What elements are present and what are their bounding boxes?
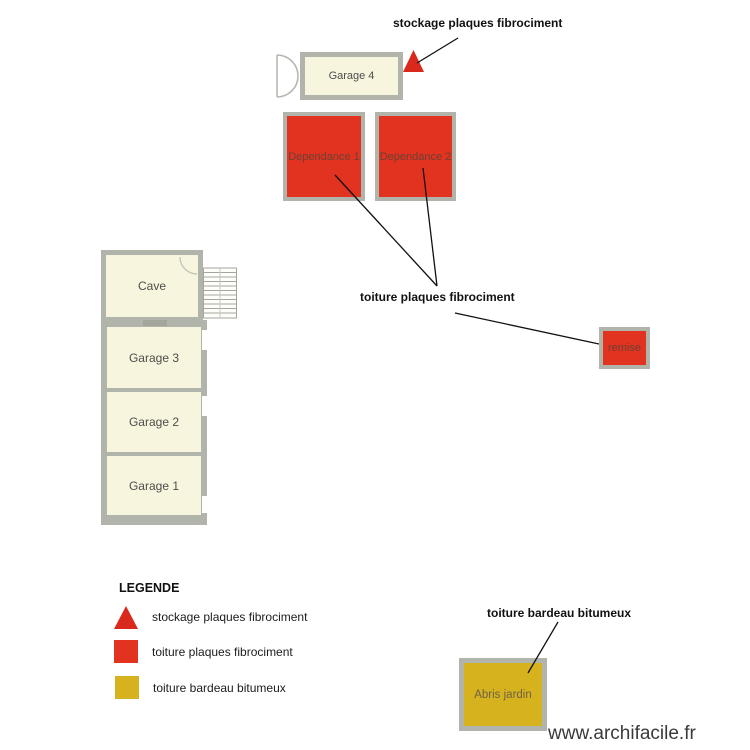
room-garage2-floor: Garage 2 bbox=[107, 392, 201, 452]
room-abris-jardin-label: Abris jardin bbox=[474, 688, 532, 701]
line-label-to-remise bbox=[454, 312, 600, 345]
room-dependance1-label: Dependance 1 bbox=[288, 150, 360, 163]
garage3-door-tab bbox=[143, 320, 167, 326]
room-garage2-label: Garage 2 bbox=[128, 415, 180, 429]
room-abris-jardin: Abris jardin bbox=[459, 658, 547, 731]
room-garage1-label: Garage 1 bbox=[128, 478, 180, 493]
garage2-opening bbox=[202, 396, 208, 416]
legend-square-fibrociment-icon bbox=[114, 640, 138, 663]
legend-row-fibrociment: toiture plaques fibrociment bbox=[114, 640, 293, 663]
room-garage4: Garage 4 bbox=[300, 52, 403, 100]
annotation-toiture-bardeau: toiture bardeau bitumeux bbox=[487, 606, 632, 620]
legend-triangle-icon bbox=[114, 606, 138, 629]
room-garage4-label: Garage 4 bbox=[328, 70, 375, 82]
legend-row-bardeau: toiture bardeau bitumeux bbox=[115, 676, 286, 699]
annotation-stockage: stockage plaques fibrociment bbox=[393, 16, 563, 30]
garage-block: Garage 3 Garage 2 Garage 1 bbox=[101, 320, 207, 525]
room-remise-label: remise bbox=[607, 342, 641, 354]
room-dependance1: Dependance 1 bbox=[283, 112, 365, 201]
double-door-icon bbox=[276, 54, 299, 98]
legend-label-bardeau: toiture bardeau bitumeux bbox=[153, 680, 286, 695]
room-remise: remise bbox=[599, 327, 650, 369]
room-garage3-floor: Garage 3 bbox=[107, 327, 201, 388]
annotation-toiture-fibrociment: toiture plaques fibrociment bbox=[360, 290, 515, 304]
legend-square-bardeau-icon bbox=[115, 676, 139, 699]
watermark-url: www.archifacile.fr bbox=[548, 723, 696, 744]
room-abris-jardin-floor: Abris jardin bbox=[464, 663, 542, 726]
room-garage4-floor: Garage 4 bbox=[305, 57, 398, 95]
room-dependance1-floor: Dependance 1 bbox=[287, 116, 361, 197]
room-dependance2-floor: Dependance 2 bbox=[379, 116, 452, 197]
room-garage1-floor: Garage 1 bbox=[107, 456, 201, 515]
room-cave: Cave bbox=[101, 250, 203, 322]
room-remise-floor: remise bbox=[603, 331, 646, 365]
room-cave-floor: Cave bbox=[106, 255, 198, 317]
legend-row-stockage: stockage plaques fibrociment bbox=[114, 605, 307, 629]
legend-label-stockage: stockage plaques fibrociment bbox=[152, 610, 308, 624]
room-dependance2-label: Dependance 2 bbox=[379, 150, 452, 163]
room-garage3-label: Garage 3 bbox=[128, 350, 180, 365]
line-stockage-to-triangle bbox=[416, 37, 459, 64]
legend-title: LEGENDE bbox=[119, 581, 180, 595]
garage3-opening bbox=[202, 330, 208, 350]
garage1-opening bbox=[202, 496, 208, 513]
legend-label-fibrociment: toiture plaques fibrociment bbox=[152, 644, 293, 659]
room-dependance2: Dependance 2 bbox=[375, 112, 456, 201]
stockage-triangle-icon bbox=[403, 50, 424, 72]
stairs-icon bbox=[203, 267, 237, 319]
room-cave-label: Cave bbox=[137, 279, 166, 293]
